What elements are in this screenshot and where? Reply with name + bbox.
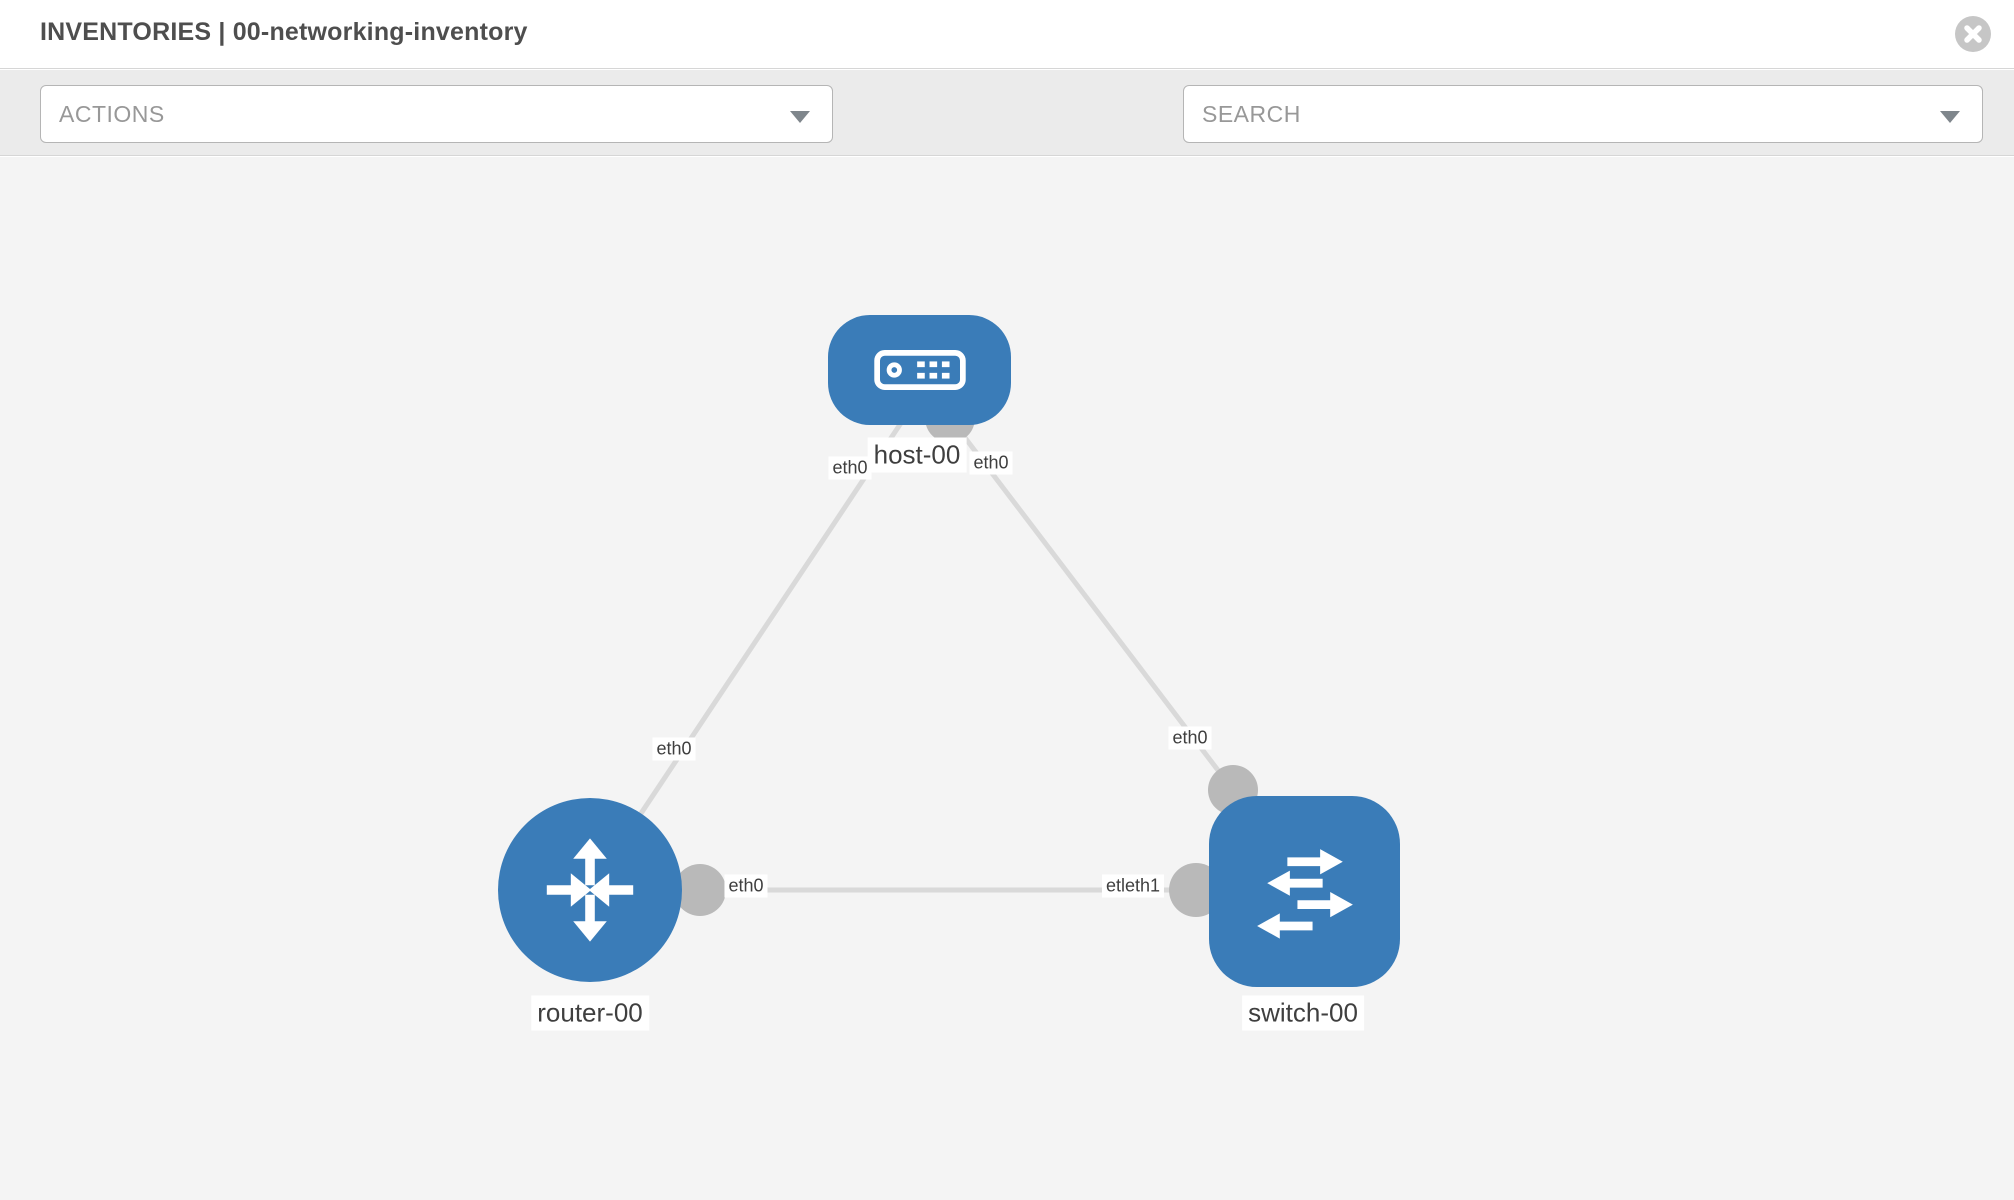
window-header: INVENTORIES | 00-networking-inventory	[0, 0, 2014, 69]
node-host-00[interactable]	[828, 315, 1011, 425]
search-dropdown[interactable]: SEARCH	[1183, 85, 1983, 143]
close-button[interactable]	[1955, 16, 1991, 52]
interface-label: eth0	[652, 737, 696, 761]
actions-dropdown[interactable]: ACTIONS	[40, 85, 833, 143]
node-router-00[interactable]	[498, 798, 682, 982]
close-x-icon	[1964, 25, 1982, 43]
server-icon	[873, 350, 966, 390]
interface-label: eth0	[969, 451, 1013, 475]
node-label-host-00: host-00	[867, 437, 967, 473]
interface-label: eth0	[828, 456, 872, 480]
chevron-down-icon	[790, 111, 810, 123]
links-layer	[587, 393, 1305, 917]
router-arrows-icon	[546, 838, 634, 942]
topology-canvas[interactable]: host-00 router-00 switch-00 eth0 eth0 et…	[0, 157, 2014, 1200]
search-placeholder: SEARCH	[1202, 100, 1301, 127]
chevron-down-icon	[1940, 111, 1960, 123]
actions-dropdown-label: ACTIONS	[59, 100, 165, 127]
interface-label: eth0	[1168, 726, 1212, 750]
node-switch-00[interactable]	[1209, 796, 1400, 987]
link-host-router[interactable]	[587, 415, 908, 892]
interface-label: etleth1	[1101, 874, 1165, 898]
interface-label: eth0	[724, 874, 768, 898]
interface-dot-router-right[interactable]	[674, 864, 726, 916]
node-label-switch-00: switch-00	[1242, 995, 1364, 1031]
switch-arrows-icon	[1256, 848, 1353, 939]
page-title: INVENTORIES | 00-networking-inventory	[40, 18, 528, 46]
toolbar: ACTIONS SEARCH	[0, 70, 2014, 200]
node-label-router-00: router-00	[531, 995, 649, 1031]
